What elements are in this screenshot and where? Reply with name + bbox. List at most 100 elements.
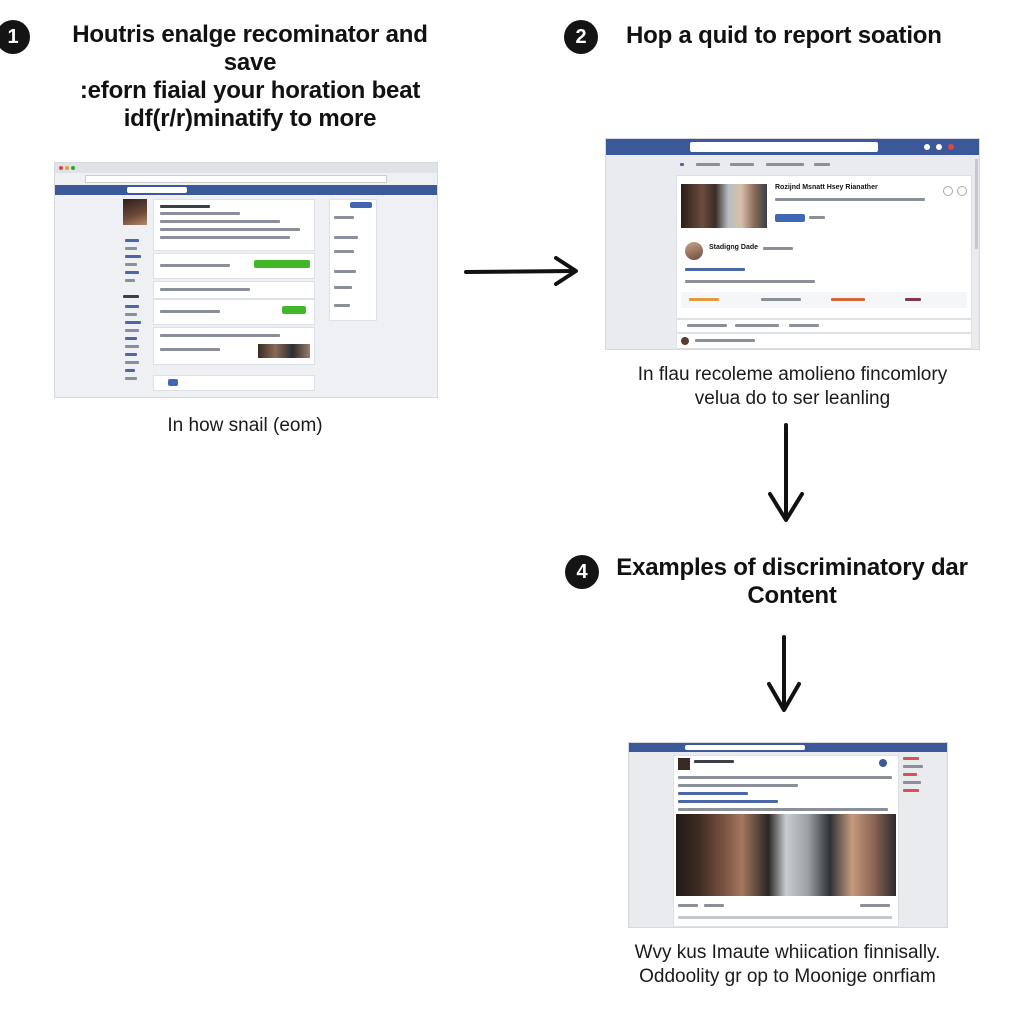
post-line: [678, 808, 888, 811]
post-card: [673, 755, 899, 927]
share-item[interactable]: [735, 324, 779, 327]
post-line: [678, 800, 778, 803]
right-line: [334, 250, 354, 253]
options-icon[interactable]: [943, 186, 953, 196]
sidebar-line: [125, 279, 135, 282]
post-card: [153, 299, 315, 325]
options-icon[interactable]: [879, 759, 887, 767]
post-image: [681, 184, 767, 228]
step-4-title-line-1: Examples of discriminatory dar: [616, 554, 968, 581]
sidebar-line: [125, 361, 139, 364]
step-4-badge: 4: [565, 555, 599, 589]
post-line: [160, 205, 210, 208]
tab-item[interactable]: [696, 163, 720, 166]
post-image: [676, 814, 896, 896]
post-line: [160, 288, 250, 291]
reaction-item[interactable]: [761, 298, 801, 301]
post-button[interactable]: [775, 214, 805, 222]
right-line: [334, 270, 356, 273]
sidebar-line: [903, 773, 917, 776]
sidebar-line: [125, 329, 139, 332]
facebook-search: [685, 745, 805, 750]
share-item[interactable]: [687, 324, 727, 327]
sidebar-line: [903, 789, 919, 792]
post-card: [153, 327, 315, 365]
step-2-caption-line-1: In flau recoleme amolieno fincomlory: [637, 364, 948, 385]
tab-item[interactable]: [730, 163, 754, 166]
sidebar-line: [125, 305, 139, 308]
right-panel-button[interactable]: [350, 202, 372, 208]
sidebar-line: [125, 345, 139, 348]
step-4-caption-line-1: Wvy kus Imaute whiication finnisally.: [634, 942, 941, 963]
sidebar-line: [903, 781, 921, 784]
share-row: [676, 319, 972, 333]
commenter-name: Stadigng Dade: [709, 244, 759, 251]
sidebar-line: [125, 353, 137, 356]
sidebar-line: [903, 765, 923, 768]
post-card: [153, 281, 315, 299]
post-line: [160, 348, 220, 351]
post-line: [775, 198, 925, 201]
step-4-title: Examples of discriminatory dar Content: [612, 554, 972, 610]
step-4-caption: Wvy kus Imaute whiication finnisally. Od…: [600, 941, 975, 989]
notification-icon: [924, 144, 930, 150]
step-4-number: 4: [576, 560, 588, 583]
window-close-dot: [59, 166, 63, 170]
facebook-search: [690, 142, 878, 152]
post-button[interactable]: [168, 379, 178, 386]
right-line: [334, 236, 358, 239]
post-line: [678, 904, 698, 907]
post-line: [160, 212, 240, 215]
step-2-caption: In flau recoleme amolieno fincomlory vel…: [590, 363, 995, 411]
browser-chrome: [55, 163, 437, 173]
action-button[interactable]: [282, 306, 306, 314]
reaction-item[interactable]: [689, 298, 719, 301]
step-1-badge: 1: [0, 20, 30, 54]
facebook-search: [127, 187, 187, 193]
right-sidebar: [901, 755, 945, 815]
step-1-number: 1: [7, 25, 19, 48]
sidebar-line: [125, 255, 141, 258]
down-arrow-icon: [767, 635, 801, 712]
left-sidebar: [119, 199, 147, 389]
sidebar-line: [123, 295, 139, 298]
reaction-item[interactable]: [831, 298, 865, 301]
close-icon[interactable]: [957, 186, 967, 196]
post-card: Rozijnd Msnatt Hsey Rianather Stadigng D…: [676, 175, 972, 319]
tab-item[interactable]: [680, 163, 684, 166]
sidebar-line: [125, 321, 141, 324]
address-bar: [85, 175, 387, 183]
sidebar-line: [125, 377, 137, 380]
share-item[interactable]: [789, 324, 819, 327]
post-card: [153, 253, 315, 279]
comment-placeholder: [678, 916, 892, 919]
scrollbar[interactable]: [975, 159, 978, 249]
post-line: [160, 220, 280, 223]
tab-item[interactable]: [766, 163, 804, 166]
reaction-item[interactable]: [905, 298, 921, 301]
step-1-title-line-2: :eforn fiaial your horation beat: [79, 77, 421, 104]
post-line: [678, 792, 748, 795]
comment-line: [685, 268, 745, 271]
sidebar-line: [125, 337, 137, 340]
sidebar-line: [125, 313, 137, 316]
sidebar-line: [903, 757, 919, 760]
post-line: [678, 784, 798, 787]
comment-input[interactable]: [676, 333, 972, 349]
sidebar-line: [125, 271, 139, 274]
thumbnail-image: [258, 344, 310, 358]
comment-avatar: [681, 337, 689, 345]
commenter-avatar: [685, 242, 703, 260]
right-line: [334, 216, 354, 219]
step-2-caption-line-2: velua do to ser leanling: [694, 388, 891, 409]
sidebar-line: [125, 263, 137, 266]
action-button[interactable]: [254, 260, 310, 268]
right-arrow-icon: [464, 256, 578, 286]
tab-item[interactable]: [814, 163, 830, 166]
post-line: [160, 264, 230, 267]
post-line: [160, 334, 280, 337]
sidebar-line: [125, 247, 137, 250]
post-line: [860, 904, 890, 907]
step-2-badge: 2: [564, 20, 598, 54]
post-card: [153, 199, 315, 251]
